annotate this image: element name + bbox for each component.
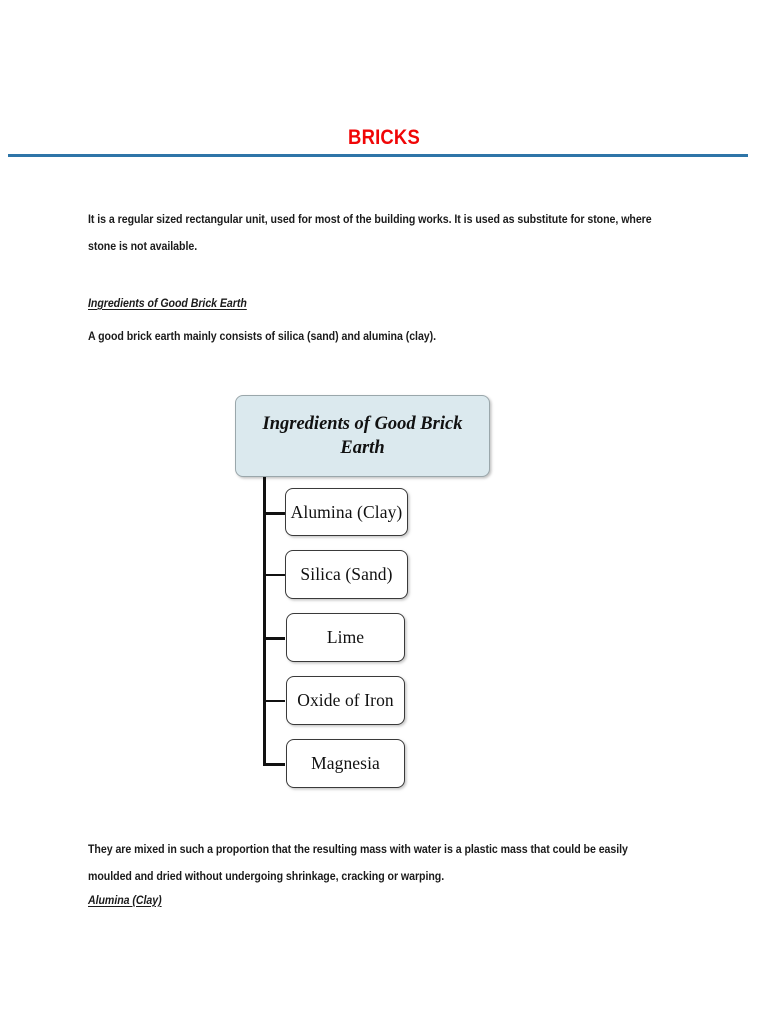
diagram-leaf-lime: Lime bbox=[286, 613, 405, 662]
diagram-leaf-magnesia: Magnesia bbox=[286, 739, 405, 788]
diagram-connector-2 bbox=[263, 574, 285, 576]
diagram-leaf-oxide-of-iron: Oxide of Iron bbox=[286, 676, 405, 725]
diagram-leaf-alumina: Alumina (Clay) bbox=[285, 488, 408, 536]
consists-paragraph: A good brick earth mainly consists of si… bbox=[88, 329, 437, 343]
diagram-connector-4 bbox=[263, 700, 285, 702]
intro-paragraph: It is a regular sized rectangular unit, … bbox=[88, 212, 652, 253]
diagram-root-node: Ingredients of Good Brick Earth bbox=[235, 395, 490, 477]
diagram-root-label: Ingredients of Good Brick Earth bbox=[262, 414, 463, 458]
diagram-leaf-label: Oxide of Iron bbox=[297, 690, 394, 710]
title-divider bbox=[8, 154, 748, 157]
section-heading-ingredients: Ingredients of Good Brick Earth bbox=[88, 296, 247, 310]
diagram-leaf-label: Lime bbox=[326, 627, 365, 647]
diagram-connector-1 bbox=[263, 512, 285, 516]
section-heading-alumina: Alumina (Clay) bbox=[88, 893, 162, 907]
diagram-leaf-label: Alumina (Clay) bbox=[290, 501, 403, 522]
diagram-trunk-line bbox=[263, 477, 266, 766]
diagram-leaf-label: Silica (Sand) bbox=[300, 564, 393, 584]
diagram-leaf-label: Magnesia bbox=[311, 753, 380, 773]
diagram-connector-3 bbox=[263, 637, 285, 641]
page-title: BRICKS bbox=[348, 126, 420, 149]
diagram-leaf-silica: Silica (Sand) bbox=[285, 550, 408, 599]
ingredients-diagram: Ingredients of Good Brick Earth Alumina … bbox=[225, 385, 525, 805]
mixed-paragraph: They are mixed in such a proportion that… bbox=[88, 842, 628, 883]
diagram-connector-5 bbox=[263, 763, 285, 767]
